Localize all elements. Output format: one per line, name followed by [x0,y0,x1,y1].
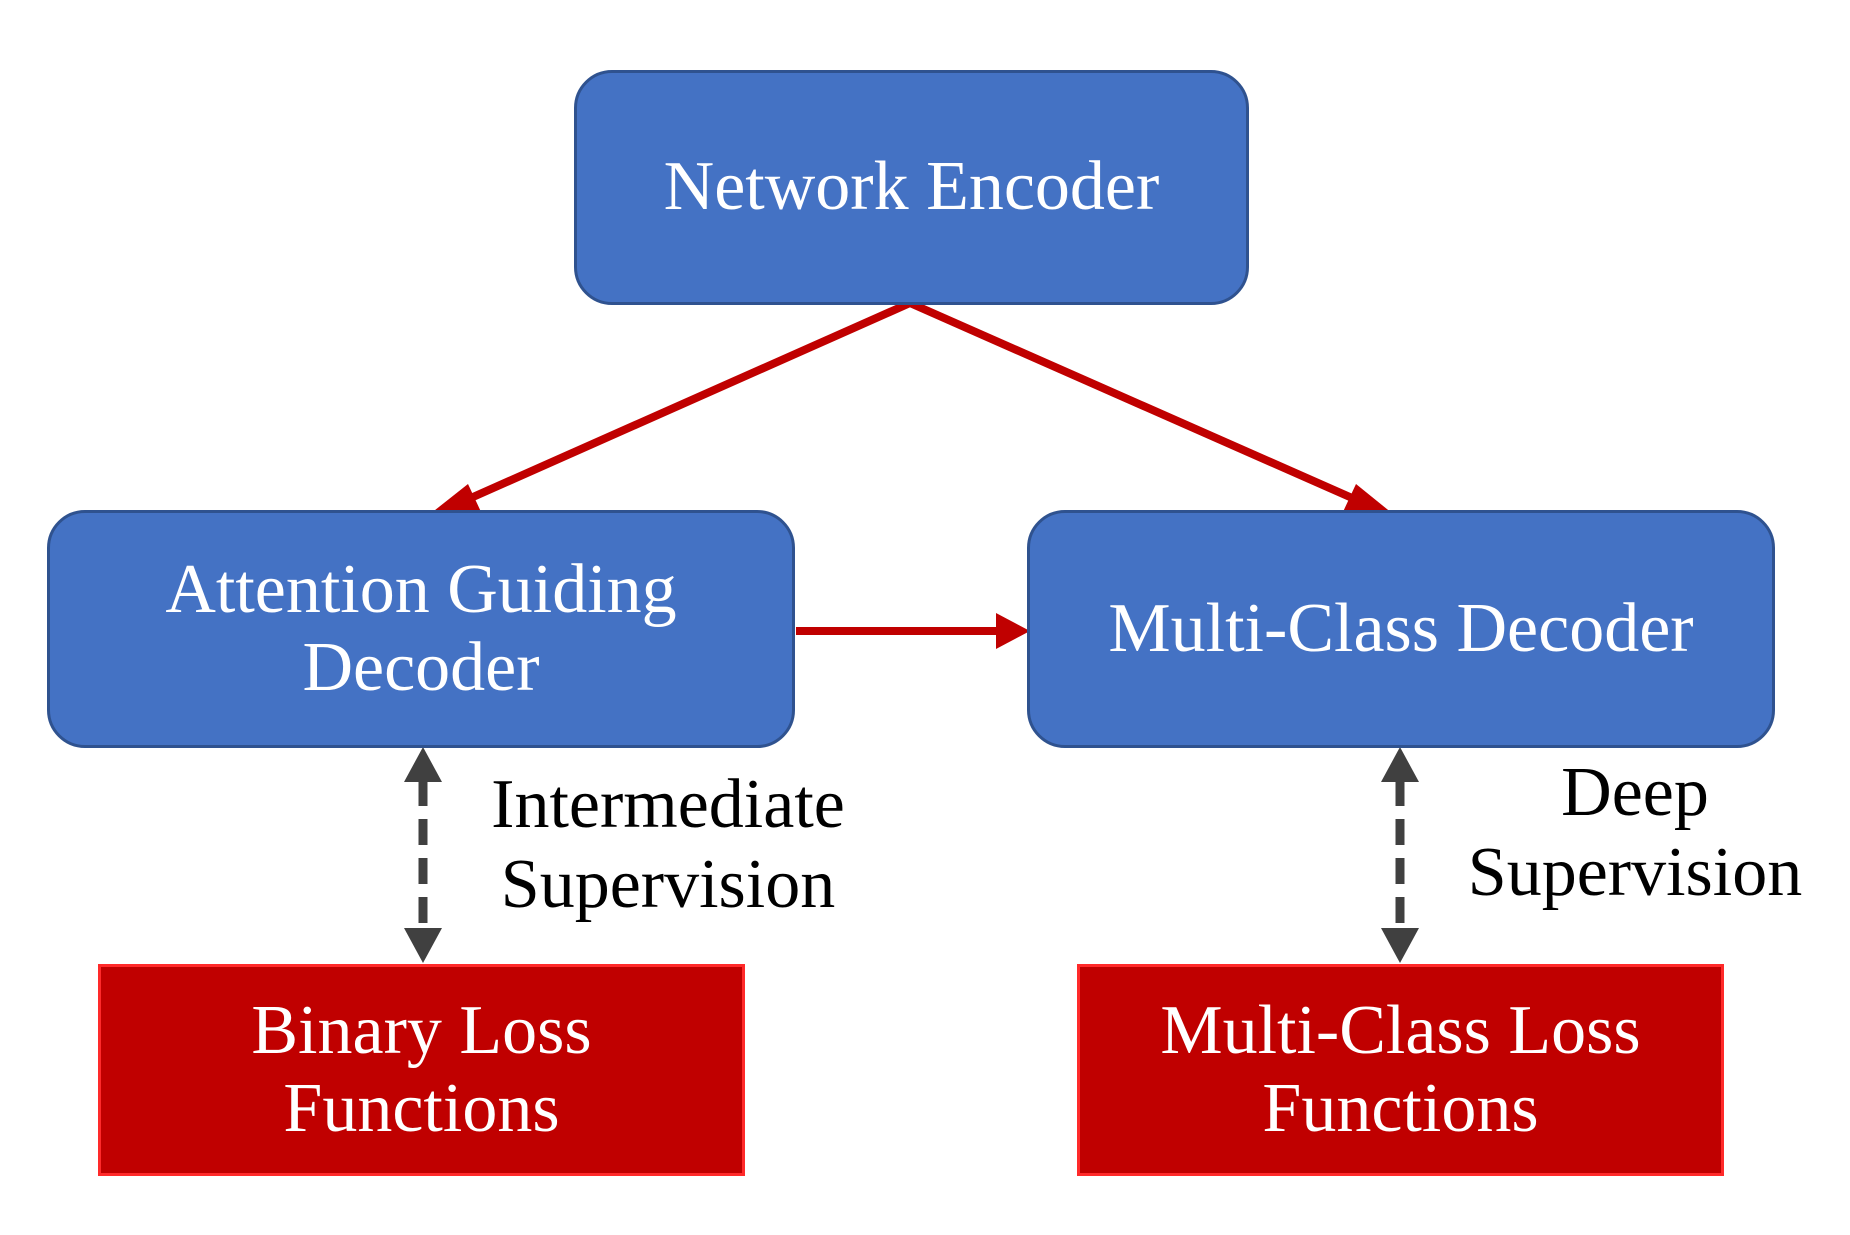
network-encoder-label: Network Encoder [663,148,1160,226]
deep-label-line-1: Deep [1561,754,1709,831]
deep-supervision-arrow [1381,747,1419,963]
multi-class-loss-functions-box: Multi-Class Loss Functions [1077,964,1724,1176]
intermediate-label-line-2: Supervision [500,845,836,923]
attention-guiding-decoder-box: Attention Guiding Decoder [47,510,795,748]
encoder-to-multiclass-arrow [908,299,1398,518]
intermediate-supervision-label: Intermediate Supervision [468,765,868,925]
attention-guiding-decoder-label-line-2: Decoder [302,629,540,706]
binary-loss-functions-box: Binary Loss Functions [98,964,745,1176]
intermediate-label-line-1: Intermediate [491,766,845,843]
network-encoder-box: Network Encoder [574,70,1249,305]
deep-label-line-2: Supervision [1467,833,1803,911]
multi-class-loss-label-line-2: Functions [1262,1070,1539,1147]
multi-class-decoder-label: Multi-Class Decoder [1108,589,1694,667]
deep-supervision-label: Deep Supervision [1450,753,1820,913]
binary-loss-label-line-1: Binary Loss [251,991,592,1069]
binary-loss-label-line-2: Functions [283,1070,560,1147]
intermediate-supervision-arrow [404,747,442,963]
attention-to-multiclass-arrow [796,613,1030,649]
attention-guiding-decoder-label-line-1: Attention Guiding [165,550,677,628]
multi-class-decoder-box: Multi-Class Decoder [1027,510,1775,748]
multi-class-loss-label-line-1: Multi-Class Loss [1160,991,1641,1069]
encoder-to-attention-arrow [425,299,912,518]
